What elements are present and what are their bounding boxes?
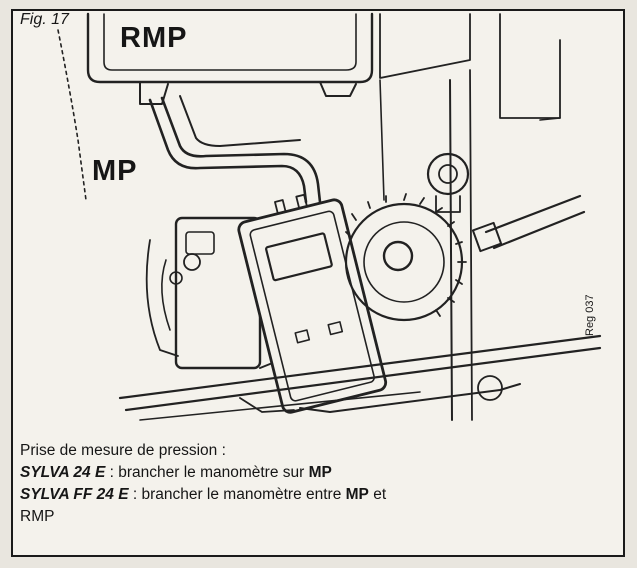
pressure-tube-mp — [148, 98, 308, 204]
rmp-housing — [86, 12, 374, 84]
caption-line-3: RMP — [20, 506, 610, 528]
caption-line-1: SYLVA 24 E : brancher le manomètre sur M… — [20, 462, 610, 484]
caption-connector: et — [368, 486, 387, 503]
caption-text: : brancher le manomètre entre — [128, 486, 346, 503]
caption-text: : brancher le manomètre sur — [105, 464, 309, 481]
housing-lug — [319, 81, 357, 97]
right-pipe — [484, 194, 586, 250]
model-name: SYLVA FF 24 E — [20, 486, 129, 503]
point-label: RMP — [20, 508, 55, 525]
caption-title: Prise de mesure de pression : — [20, 442, 226, 459]
point-label: MP — [308, 464, 332, 481]
technical-illustration — [57, 12, 602, 421]
figure-reference: Reg 037 — [584, 294, 596, 336]
pressure-tube-rmp — [179, 95, 301, 147]
fan-hub — [382, 240, 414, 272]
rmp-housing-inner — [103, 13, 357, 71]
caption-line-2: SYLVA FF 24 E : brancher le manomètre en… — [20, 484, 610, 506]
ignition-plug — [426, 152, 470, 196]
label-mp: MP — [92, 155, 138, 187]
figure-caption: Prise de mesure de pression : SYLVA 24 E… — [20, 440, 610, 528]
manometer-button — [294, 329, 311, 344]
label-rmp: RMP — [120, 22, 188, 54]
model-name: SYLVA 24 E — [20, 464, 106, 481]
figure-label: Fig. 17 — [20, 11, 69, 28]
manometer-display — [265, 232, 333, 282]
point-label: MP — [345, 486, 369, 503]
burner-plate — [118, 334, 602, 412]
